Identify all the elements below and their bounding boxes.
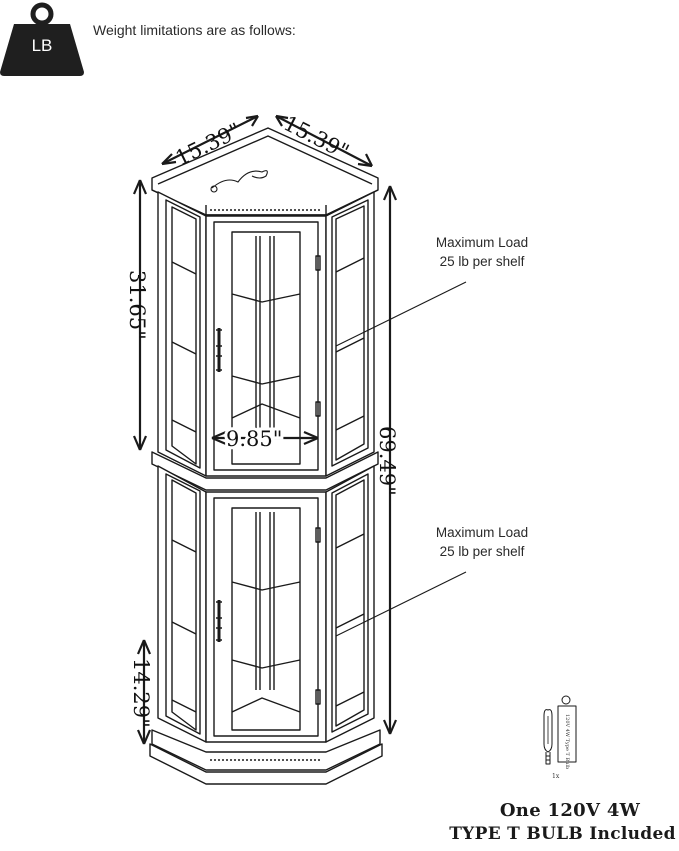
load-note-title: Maximum Load	[435, 525, 529, 540]
bulb-quantity: 1x	[552, 773, 560, 780]
page-title: Weight limitations are as follows:	[93, 22, 296, 38]
load-note-lower: Maximum Load 25 lb per shelf	[412, 523, 552, 561]
bulb-package	[543, 695, 577, 765]
load-note-upper: Maximum Load 25 lb per shelf	[412, 233, 552, 271]
weight-icon: LB	[0, 0, 88, 78]
bulb-caption-line2: TYPE T BULB Included	[449, 824, 676, 844]
load-note-title: Maximum Load	[435, 235, 529, 250]
dim-base-height: 14.29"	[129, 658, 153, 728]
bulb-package-text: 120V 4W Type T Bulb	[564, 714, 570, 769]
dim-inner-width: 9.85"	[226, 427, 282, 451]
dim-total-height: 69.49"	[375, 426, 399, 496]
load-note-value: 25 lb per shelf	[439, 254, 525, 269]
load-note-value: 25 lb per shelf	[439, 544, 525, 559]
badge-label: LB	[31, 36, 53, 55]
bulb-caption-line1: One 120V 4W	[499, 800, 641, 821]
dim-upper-height: 31.65"	[125, 270, 149, 340]
